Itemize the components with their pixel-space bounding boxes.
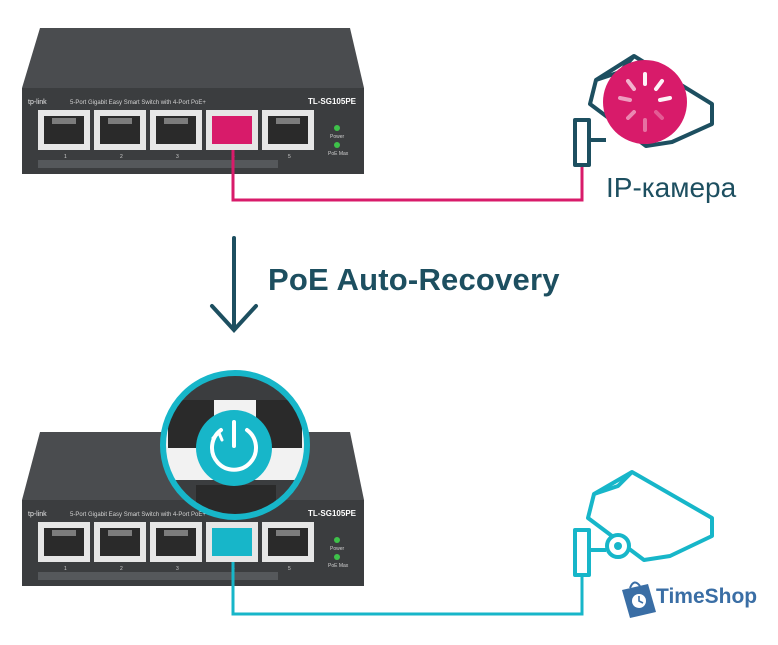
poe-max-led-label: PoE Max <box>328 151 349 157</box>
port-3 <box>150 522 202 562</box>
port-number: 5 <box>288 154 291 160</box>
model-label: TL-SG105PE <box>308 509 357 518</box>
power-recovery-icon <box>196 410 272 486</box>
power-led-label: Power <box>330 134 345 140</box>
shopping-bag-clock-icon <box>622 581 656 618</box>
model-label: TL-SG105PE <box>308 97 357 106</box>
port-number: 3 <box>176 154 179 160</box>
switch-description: 5-Port Gigabit Easy Smart Switch with 4-… <box>70 100 206 106</box>
power-led <box>334 125 340 131</box>
switch-description: 5-Port Gigabit Easy Smart Switch with 4-… <box>70 512 206 518</box>
poe-max-led-label: PoE Max <box>328 563 349 569</box>
power-led <box>334 537 340 543</box>
diagram-title: PoE Auto-Recovery <box>268 262 560 297</box>
port-4-recovered <box>206 522 258 562</box>
port-2 <box>94 110 146 150</box>
port-number: 2 <box>120 566 123 572</box>
port-1 <box>38 522 90 562</box>
switch-top: tp-link 5-Port Gigabit Easy Smart Switch… <box>22 28 364 174</box>
camera-label: IP-камера <box>606 172 737 203</box>
poe-max-led <box>334 554 340 560</box>
vendor-label: tp-link <box>28 99 47 106</box>
watermark-label: TimeShop <box>656 585 758 608</box>
port-number: 3 <box>176 566 179 572</box>
port-number: 5 <box>288 566 291 572</box>
poe-max-led <box>334 142 340 148</box>
cable-faulty <box>231 150 584 202</box>
legend-strip <box>38 572 278 580</box>
port-2 <box>94 522 146 562</box>
down-arrow-icon <box>210 236 258 333</box>
zoom-lens <box>160 370 310 520</box>
port-3 <box>150 110 202 150</box>
cable-restored <box>231 562 584 616</box>
legend-strip <box>38 160 278 168</box>
fault-indicator-icon <box>603 60 687 144</box>
ip-camera-icon <box>573 470 714 577</box>
port-number: 1 <box>64 566 67 572</box>
port-5 <box>262 522 314 562</box>
port-number: 2 <box>120 154 123 160</box>
power-led-label: Power <box>330 546 345 552</box>
port-number: 1 <box>64 154 67 160</box>
vendor-label: tp-link <box>28 511 47 518</box>
port-4-faulty <box>206 110 258 150</box>
switch-top-lid <box>22 28 364 88</box>
port-5 <box>262 110 314 150</box>
port-1 <box>38 110 90 150</box>
